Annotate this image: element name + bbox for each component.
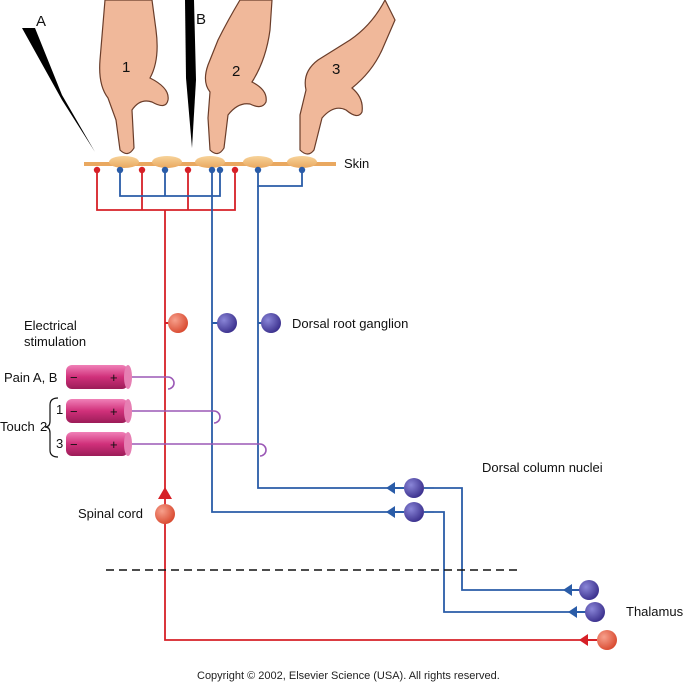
copyright: Copyright © 2002, Elsevier Science (USA)… <box>197 670 500 682</box>
touch-3-label: 3 <box>56 436 63 451</box>
electrode-b-label: B <box>196 11 206 28</box>
dorsal-column-nuclei: Dorsal column nuclei <box>386 460 603 522</box>
touch-2-label: 2 <box>40 419 47 434</box>
spinal-cord: Spinal cord <box>78 487 175 524</box>
finger-1-label: 1 <box>122 59 130 76</box>
skin-label: Skin <box>344 156 369 171</box>
touch-receptors <box>116 166 306 174</box>
skin: Skin <box>84 156 369 171</box>
touch-label: Touch <box>0 419 35 434</box>
finger-3-label: 3 <box>332 61 340 78</box>
touch-fiber-b <box>257 170 570 591</box>
dorsal-root-ganglia: Dorsal root ganglion <box>165 313 408 333</box>
touch-1-label: 1 <box>56 402 63 417</box>
dorsal-root-ganglion-label: Dorsal root ganglion <box>292 316 408 331</box>
hand-2: 2 <box>204 0 273 155</box>
stimulator-touch-3-plus: + <box>110 437 118 452</box>
thalamus-label: Thalamus <box>626 604 684 619</box>
pain-receptors <box>93 166 239 174</box>
hand-3: 3 <box>299 0 396 155</box>
stimulator-touch-3-minus: − <box>70 437 78 452</box>
stimulator-touch-1-plus: + <box>110 404 118 419</box>
thalamus: Thalamus <box>563 580 684 650</box>
spinal-cord-label: Spinal cord <box>78 506 143 521</box>
finger-2-label: 2 <box>232 63 240 80</box>
electrode-b: B <box>185 0 206 148</box>
pain-label: Pain A, B <box>4 370 57 385</box>
dorsal-column-nuclei-label: Dorsal column nuclei <box>482 460 603 475</box>
stimulator-pain-plus: + <box>110 370 118 385</box>
electrical-label-line1: Electrical <box>24 318 77 333</box>
electrode-a: A <box>22 13 95 152</box>
stimulator-pain: − + <box>66 365 132 389</box>
stimulator-touch-3: − + <box>66 432 132 456</box>
recording-wires <box>128 376 267 457</box>
touch-fiber-a <box>119 170 575 613</box>
electrode-a-label: A <box>36 13 46 30</box>
electrical-label-line2: stimulation <box>24 334 86 349</box>
stimulator-pain-minus: − <box>70 370 78 385</box>
hand-1: 1 <box>99 0 169 155</box>
touch-bracket <box>44 397 59 458</box>
stimulator-touch-1-minus: − <box>70 404 78 419</box>
pain-fiber <box>96 170 587 641</box>
stimulator-touch-1: − + <box>66 399 132 423</box>
